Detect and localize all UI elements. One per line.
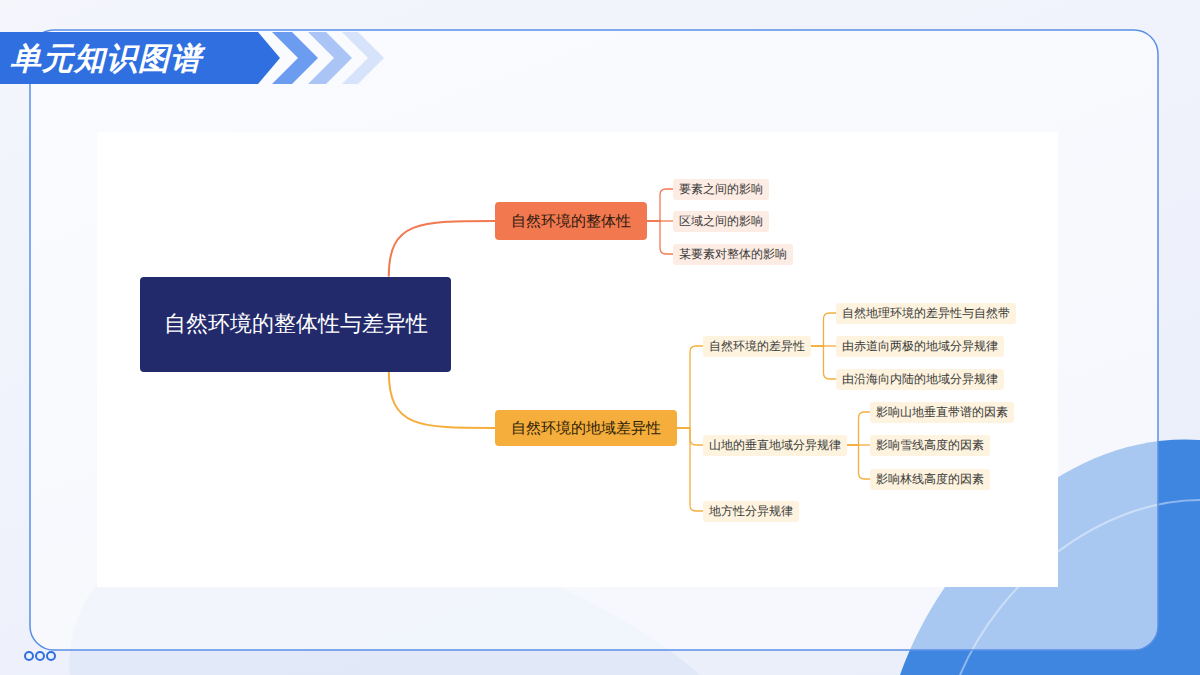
branch-connector [811, 345, 836, 346]
branch-topic: 自然环境的地域差异性 [495, 410, 677, 446]
branch-connector [677, 428, 703, 445]
branch-connector [647, 220, 673, 221]
frame-outline [30, 30, 1158, 650]
topic-text: 要素之间的影响 [679, 179, 763, 200]
topic-text: 山地的垂直地域分异规律 [709, 435, 841, 456]
leaf-topic: 由沿海向内陆的地域分异规律 [836, 369, 1004, 390]
topic-text: 影响雪线高度的因素 [876, 435, 984, 456]
topic-text: 地方性分异规律 [709, 501, 793, 522]
branch-connector [811, 313, 836, 346]
branch-connector [847, 445, 870, 479]
leaf-topic: 自然环境的差异性 [703, 336, 811, 357]
topic-text: 自然环境的差异性 [709, 336, 805, 357]
branch-connector [389, 221, 495, 277]
topic-text: 区域之间的影响 [679, 211, 763, 232]
topic-text: 自然环境的地域差异性 [511, 410, 661, 446]
leaf-topic: 自然地理环境的差异性与自然带 [836, 303, 1016, 324]
topic-text: 自然环境的整体性 [511, 202, 631, 240]
topic-text: 自然地理环境的差异性与自然带 [842, 303, 1010, 324]
branch-connector [847, 444, 870, 445]
branch-connector [647, 221, 673, 254]
dot [36, 652, 44, 660]
banner-chevron [308, 32, 352, 84]
leaf-topic: 要素之间的影响 [673, 179, 769, 200]
dot [25, 652, 33, 660]
page-title: 单元知识图谱 [10, 38, 202, 80]
branch-connector [677, 428, 703, 511]
leaf-topic: 影响林线高度的因素 [870, 469, 990, 490]
title-banner [0, 32, 280, 84]
topic-text: 自然环境的整体性与差异性 [164, 308, 428, 340]
leaf-topic: 地方性分异规律 [703, 501, 799, 522]
branch-connector [647, 189, 673, 221]
banner-chevron [342, 32, 384, 84]
topic-text: 由赤道向两极的地域分异规律 [842, 336, 998, 357]
leaf-topic: 山地的垂直地域分异规律 [703, 435, 847, 456]
topic-text: 影响山地垂直带谱的因素 [876, 402, 1008, 423]
branch-connector [677, 346, 703, 428]
branch-connector [811, 346, 836, 379]
leaf-topic: 区域之间的影响 [673, 211, 769, 232]
banner-chevron [272, 32, 318, 84]
leaf-topic: 影响山地垂直带谱的因素 [870, 402, 1014, 423]
leaf-topic: 由赤道向两极的地域分异规律 [836, 336, 1004, 357]
branch-connector [847, 412, 870, 445]
dot [47, 652, 55, 660]
branch-connector [389, 372, 495, 429]
branch-topic: 自然环境的整体性 [495, 202, 647, 240]
leaf-topic: 影响雪线高度的因素 [870, 435, 990, 456]
root-topic: 自然环境的整体性与差异性 [140, 277, 451, 372]
topic-text: 某要素对整体的影响 [679, 244, 787, 265]
topic-text: 由沿海向内陆的地域分异规律 [842, 369, 998, 390]
topic-text: 影响林线高度的因素 [876, 469, 984, 490]
leaf-topic: 某要素对整体的影响 [673, 244, 793, 265]
